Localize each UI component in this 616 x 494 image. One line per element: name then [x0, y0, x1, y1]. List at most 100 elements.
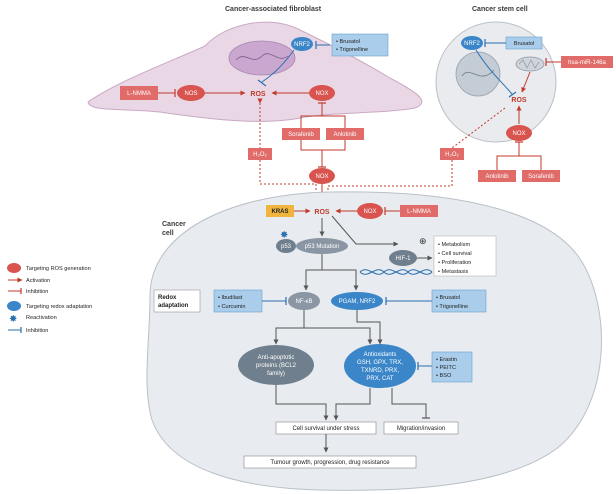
migration-box — [383, 421, 459, 435]
caf-sorafenib-label: Sorafenib — [288, 132, 314, 138]
cancer-ros: ROS — [314, 209, 330, 216]
pgam-nrf2-label: PGAM, NRF2 — [339, 299, 376, 305]
tumour-box — [243, 455, 417, 469]
hif-effect-1: • Metabolism — [438, 242, 470, 248]
csc-nox-node — [506, 125, 532, 141]
legend: Targeting ROS generation Activation Inhi… — [7, 263, 92, 334]
nfkb-inhibitor-2: • Curcumin — [218, 304, 245, 310]
caf-nos-node — [177, 85, 205, 101]
cancer-nox-label: NOX — [363, 209, 376, 215]
antioxidant-inhibitor-3: • BSO — [436, 373, 452, 379]
hif-effects-box — [433, 235, 497, 277]
csc-sorafenib-box — [522, 170, 560, 182]
h2o2-left-box — [248, 148, 272, 160]
caf-nos-label: NOS — [184, 91, 197, 97]
hif1-node — [389, 250, 417, 266]
caf-lnmma-label: L-NMMA — [127, 91, 151, 97]
antioxidants-node — [344, 344, 416, 388]
caf-sorafenib-box — [282, 128, 320, 140]
caf-nox-node — [309, 85, 335, 101]
redox-adaptation-box — [153, 289, 201, 313]
antioxidant-inhibitor-2: • PEITC — [436, 365, 456, 371]
h2o2-right-box — [440, 148, 464, 160]
caf-anlotinib-label: Anlotinib — [333, 132, 357, 138]
csc-brusatol-label: Brusatol — [514, 41, 535, 47]
nfkb-inhibitor-1: • Ibudilast — [218, 295, 243, 301]
caf-inhibitor-2: • Trigonelline — [336, 47, 368, 53]
nrf2-inhibitor-2: • Trigonelline — [436, 304, 468, 310]
antiapoptotic-line-1: Anti-apoptotic — [258, 355, 295, 361]
legend-text-5: Inhibition — [26, 328, 48, 334]
legend-red-ellipse-icon — [7, 263, 21, 273]
caf-inhibitor-box — [331, 33, 389, 57]
reactivation-star-icon: ✸ — [280, 230, 288, 241]
tumour-label: Tumour growth, progression, drug resista… — [270, 460, 390, 466]
h2o2-left-label: H₂O₂ — [253, 152, 267, 158]
migration-label: Migration/invasion — [397, 426, 445, 432]
caf-ros: ROS — [250, 91, 266, 98]
caf-nrf2-label: NRF2 — [294, 42, 310, 48]
pgam-nrf2-node — [331, 292, 383, 310]
plus-sign: ⊕ — [419, 236, 427, 246]
legend-text-1: Activation — [26, 278, 50, 284]
mid-nox-node — [309, 168, 335, 184]
h2o2-right-label: H₂O₂ — [445, 152, 459, 158]
legend-text-4: Reactivation — [26, 315, 57, 321]
antioxidants-line-4: PRX, CAT — [366, 376, 394, 382]
survival-label: Cell survival under stress — [292, 426, 359, 432]
cancer-nox-node — [357, 203, 383, 219]
p53-mutation-node — [296, 238, 348, 254]
redox-adaptation-2: adaptation — [158, 303, 189, 309]
legend-text-2: Inhibition — [26, 289, 48, 295]
p53-label: p53 — [281, 244, 292, 250]
caf-lnmma-box — [120, 86, 158, 100]
caf-inhibitor-1: • Brusatol — [336, 39, 360, 45]
nrf2-inhibitor-box — [431, 289, 487, 313]
cancer-cell-title-1: Cancer — [162, 221, 186, 228]
hif-effect-2: • Cell survival — [438, 251, 472, 257]
cancer-lnmma-box — [400, 205, 438, 217]
cancer-cell-title-2: cell — [162, 230, 174, 237]
caf-anlotinib-box — [326, 128, 364, 140]
p53-mutation-label: p53 Mutation — [305, 244, 340, 250]
antioxidant-inhibitor-1: • Erastin — [436, 357, 457, 363]
legend-text-3: Targeting redox adaptation — [26, 304, 92, 310]
legend-reactivation-star-icon: ✸ — [9, 314, 17, 325]
csc-ros: ROS — [511, 97, 527, 104]
caf-nrf2-node — [291, 37, 313, 51]
redox-adaptation-1: Redox — [158, 295, 177, 301]
legend-text-0: Targeting ROS generation — [26, 266, 91, 272]
caf-nox-label: NOX — [315, 91, 328, 97]
caf-nucleus — [228, 40, 296, 76]
hif1-label: HIF-1 — [396, 256, 412, 262]
csc-nox-label: NOX — [512, 131, 525, 137]
csc-nucleus — [455, 51, 501, 97]
mid-nox-label: NOX — [315, 174, 328, 180]
cancer-lnmma-label: L-NMMA — [407, 209, 431, 215]
hif-effect-3: • Proliferation — [438, 260, 471, 266]
cancer-cell-body — [146, 191, 602, 491]
antiapoptotic-line-3: family) — [267, 371, 285, 377]
csc-mir-label: hsa-miR-146a — [568, 60, 606, 66]
csc-title: Cancer stem cell — [472, 6, 528, 13]
legend-blue-ellipse-icon — [7, 301, 21, 311]
nfkb-node — [288, 292, 320, 310]
antiapoptotic-line-2: proteins (BCL2 — [256, 363, 297, 369]
hif-effect-4: • Metastasis — [438, 269, 468, 275]
p53-node — [276, 239, 296, 253]
legend-red-inhibition-icon — [8, 288, 22, 294]
antioxidants-line-1: Antioxidants — [364, 352, 397, 358]
caf-title: Cancer-associated fibroblast — [225, 6, 322, 13]
csc-mitochondrion — [515, 56, 545, 72]
nfkb-label: NF-κB — [296, 299, 313, 305]
antioxidants-line-3: TXNRD, PRX, — [361, 368, 399, 374]
csc-anlotinib-box — [478, 170, 516, 182]
kras-box — [266, 205, 294, 217]
csc-anlotinib-label: Anlotinib — [485, 174, 509, 180]
legend-blue-inhibition-icon — [8, 327, 22, 333]
nrf2-inhibitor-1: • Brusatol — [436, 295, 460, 301]
csc-mir-box — [561, 56, 613, 68]
kras-label: KRAS — [271, 209, 288, 215]
antioxidant-inhibitor-box — [431, 351, 473, 383]
